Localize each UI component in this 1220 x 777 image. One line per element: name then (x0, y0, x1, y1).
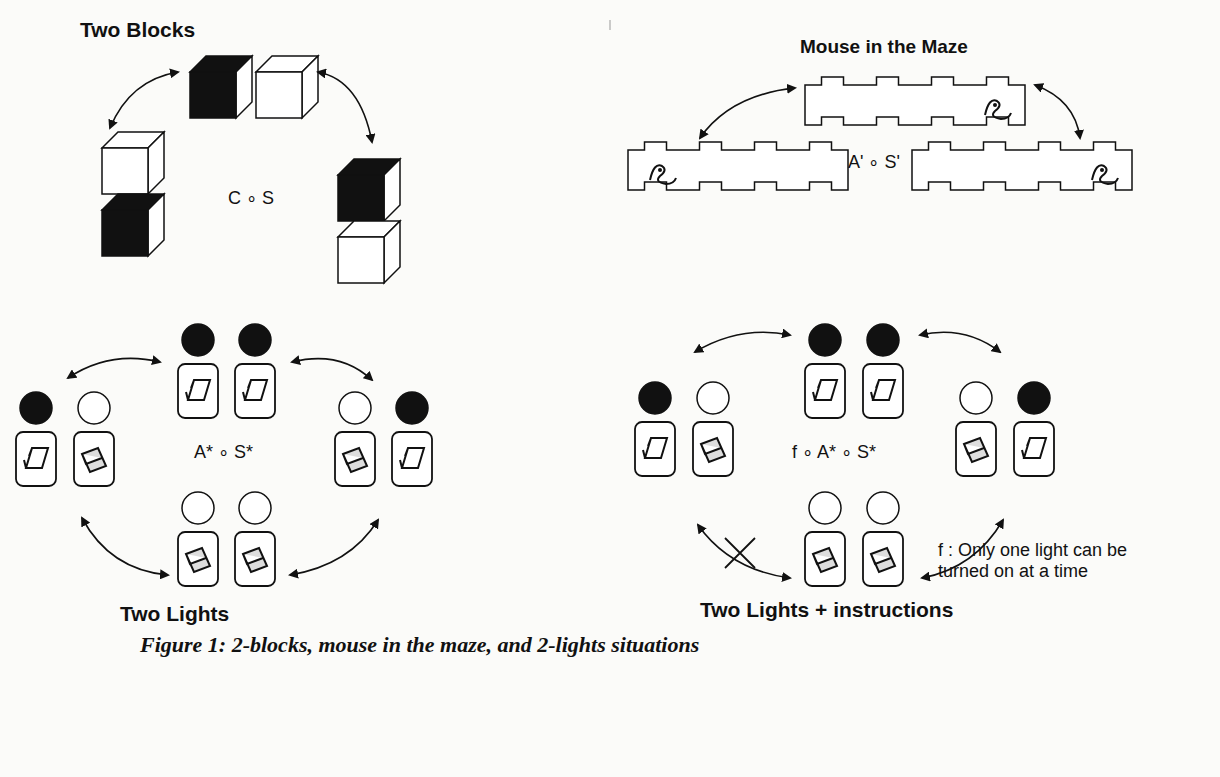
light-on (239, 324, 271, 356)
composition-label: A* ∘ S* (194, 442, 253, 463)
light-off (697, 382, 729, 414)
constraint-note: f : Only one light can be turned on at a… (938, 540, 1143, 581)
switch-rocker (871, 548, 895, 572)
blocks-figure (102, 56, 400, 283)
maze-figure (628, 77, 1132, 190)
panel-title: Two Blocks (80, 18, 195, 42)
light-on (1018, 382, 1050, 414)
mouse (985, 100, 1011, 119)
switch-rocker (186, 380, 210, 400)
light-off (182, 492, 214, 524)
light-off (809, 492, 841, 524)
light-on (182, 324, 214, 356)
switch-rocker (243, 548, 267, 572)
light-off (867, 492, 899, 524)
block-side (148, 194, 164, 256)
switch-box (74, 432, 114, 486)
switch-rocker (1022, 438, 1046, 458)
switch-box (693, 422, 733, 476)
light-off (78, 392, 110, 424)
panel-title: Two Lights + instructions (700, 598, 953, 622)
maze-outline (628, 142, 848, 190)
block-front (102, 148, 148, 194)
transition-arrows (68, 72, 1080, 578)
switch-box (235, 364, 275, 418)
switch-box (335, 432, 375, 486)
switch-rocker (701, 438, 725, 462)
switch-box (805, 364, 845, 418)
block-front (102, 210, 148, 256)
switch-box (863, 532, 903, 586)
composition-label: f ∘ A* ∘ S* (792, 442, 876, 463)
block-side (236, 56, 252, 118)
light-off (960, 382, 992, 414)
switch-box (956, 422, 996, 476)
switch-box (863, 364, 903, 418)
switch-box (392, 432, 432, 486)
block-front (338, 175, 384, 221)
mouse-eye (658, 168, 662, 172)
block-side (384, 159, 400, 221)
switch-box (235, 532, 275, 586)
switch-rocker (643, 438, 667, 458)
light-on (20, 392, 52, 424)
light-on (809, 324, 841, 356)
switch-rocker (82, 448, 106, 472)
switch-rocker (400, 448, 424, 468)
light-off (239, 492, 271, 524)
switch-rocker (343, 448, 367, 472)
light-on (639, 382, 671, 414)
maze-outline (805, 77, 1025, 125)
switch-rocker (813, 380, 837, 400)
light-off (339, 392, 371, 424)
light-on (867, 324, 899, 356)
lights-figure (16, 324, 1054, 586)
block-side (302, 56, 318, 118)
figure-caption: Figure 1: 2-blocks, mouse in the maze, a… (140, 632, 699, 657)
switch-rocker (871, 380, 895, 400)
panel-title: Two Lights (120, 602, 229, 626)
mouse (650, 165, 676, 184)
mouse-eye (993, 103, 997, 107)
block-front (256, 72, 302, 118)
block-front (338, 237, 384, 283)
switch-box (16, 432, 56, 486)
composition-label: C ∘ S (228, 188, 274, 209)
switch-rocker (964, 438, 988, 462)
panel-title: Mouse in the Maze (800, 36, 968, 58)
mouse (1092, 165, 1118, 184)
switch-box (178, 364, 218, 418)
mouse-eye (1100, 168, 1104, 172)
maze-outline (912, 142, 1132, 190)
switch-box (178, 532, 218, 586)
switch-rocker (243, 380, 267, 400)
switch-box (635, 422, 675, 476)
block-side (384, 221, 400, 283)
block-side (148, 132, 164, 194)
switch-rocker (186, 548, 210, 572)
composition-label: A' ∘ S' (848, 152, 900, 173)
switch-rocker (24, 448, 48, 468)
switch-rocker (813, 548, 837, 572)
block-front (190, 72, 236, 118)
switch-box (1014, 422, 1054, 476)
switch-box (805, 532, 845, 586)
light-on (396, 392, 428, 424)
